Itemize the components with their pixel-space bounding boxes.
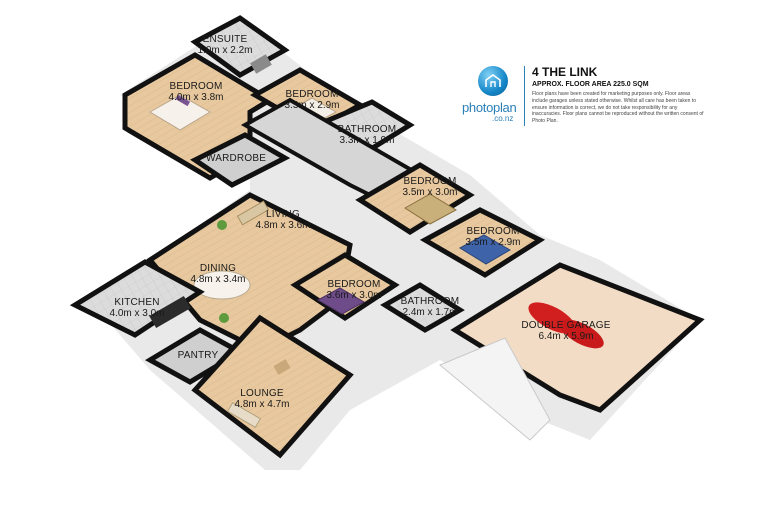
kitchen-island [149,295,191,329]
room-name: BATHROOM [337,124,397,135]
living-dining-room [146,192,353,353]
vanity-cabinet [250,54,272,74]
room-name: KITCHEN [114,297,160,308]
brand-block: photoplan .co.nz 4 THE LINK APPROX. FLOO… [462,64,708,128]
room-name: DINING [199,263,237,274]
room-name: LOUNGE [240,388,284,399]
dining-table [193,270,251,300]
photoplan-logo-icon [478,66,508,96]
car-red [560,319,604,349]
wardrobe-room [190,132,291,188]
bedroom-5-room [290,252,400,321]
room-name: LIVING [266,209,300,220]
room-name: BEDROOM [169,81,223,92]
armchair [273,359,291,375]
bed-4 [459,234,511,265]
ensuite-room [190,15,290,78]
room-dims: 4.0m x 3.8m [168,91,224,103]
room-dims: 3.5m x 2.9m [465,236,521,248]
room-dims: 4.8m x 3.4m [190,273,246,285]
property-title: 4 THE LINK [532,65,598,79]
room-name: BEDROOM [285,89,339,100]
plant [217,220,227,230]
room-dims: 3.5m x 3.0m [402,186,458,198]
room-name: WARDROBE [205,153,267,164]
room-name: BEDROOM [466,226,520,237]
bed-pillow [175,94,191,107]
room-name: ENSUITE [202,34,248,45]
room-dims: 4.0m x 3.0m [109,307,165,319]
sofa [236,200,270,226]
room-name: DOUBLE GARAGE [521,320,611,331]
room-dims: 2.4m x 1.7m [402,306,458,318]
plant [219,313,229,323]
logo-wordmark: photoplan [462,100,517,115]
bathroom-2-room [380,282,465,333]
room-label-wardrobe: WARDROBE [205,153,267,165]
brand-divider [524,66,525,126]
room-name: BATHROOM [400,296,460,307]
room-name: BEDROOM [327,279,381,290]
room-dims: 1.0m x 2.2m [197,44,253,56]
logo-domain: .co.nz [492,114,514,123]
floor-area: APPROX. FLOOR AREA 225.0 SQM [532,81,649,88]
disclaimer-text: Floor plans have been created for market… [532,91,704,124]
master-bed [149,94,211,131]
bed-5 [316,287,366,315]
room-dims: 3.3m x 1.9m [339,134,395,146]
room-dims: 4.8m x 3.6m [255,219,311,231]
bedroom-3-room [355,162,475,235]
double-garage-room [439,262,705,441]
bedroom-4-room [419,207,546,278]
garage-door-apron [439,337,551,441]
room-name: BEDROOM [403,176,457,187]
room-dims: 3.3m x 2.9m [284,99,340,111]
room-name: PANTRY [177,350,219,361]
house-icon [485,74,501,87]
room-dims: 3.6m x 3.0m [326,289,382,301]
room-dims: 6.4m x 5.9m [538,330,594,342]
room-label-pantry: PANTRY [177,350,219,362]
lounge-sofa [226,401,262,429]
kitchen-room [69,259,205,338]
lounge-room [191,314,354,459]
bed-3 [404,193,458,225]
room-dims: 4.8m x 4.7m [234,398,290,410]
